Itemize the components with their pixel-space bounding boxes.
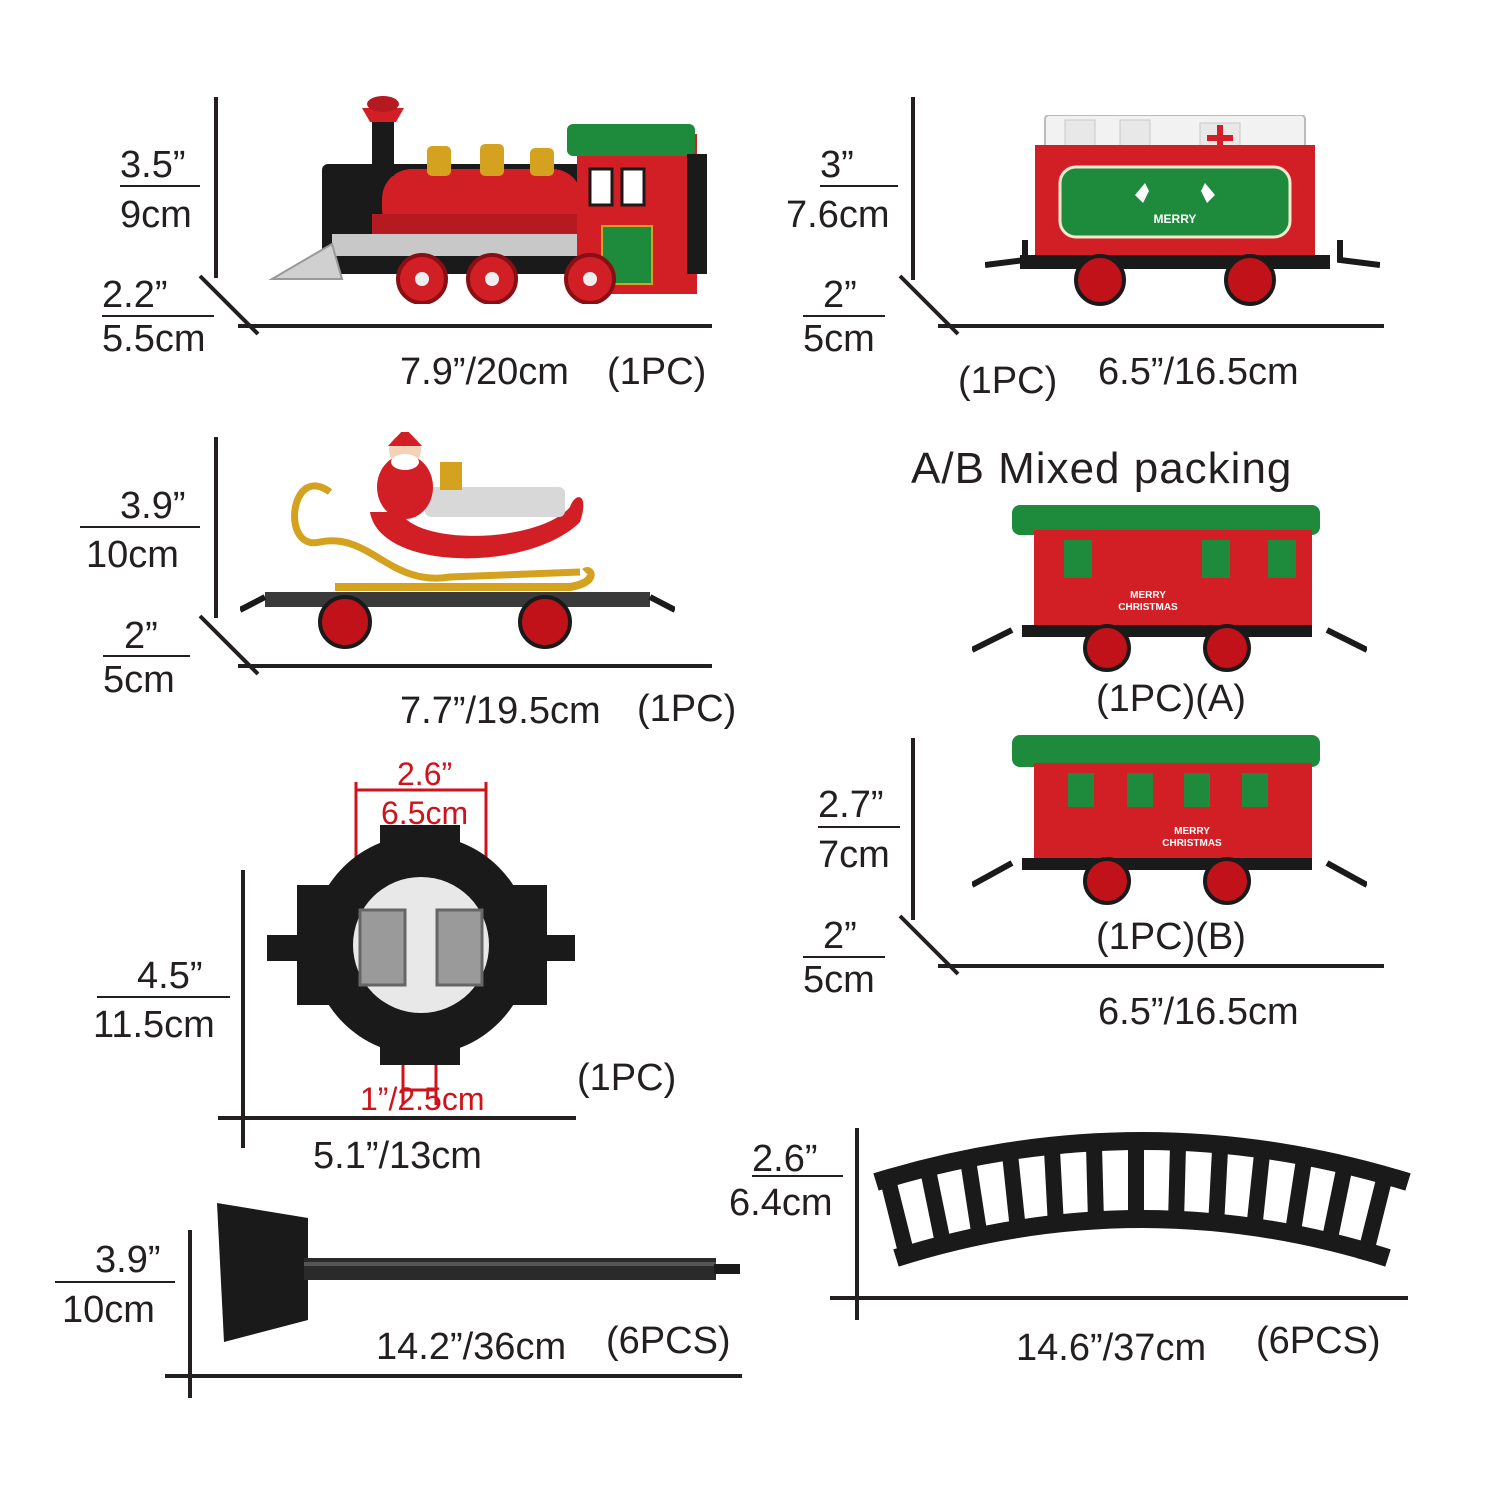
steam-locomotive-image [268,96,707,304]
curved-track-height-cm: 6.4cm [729,1182,833,1224]
gift-car-height-inch: 3” [820,144,854,186]
gift-car-quantity: (1PC) [958,360,1058,402]
coach-a-quantity: (1PC)(A) [1096,678,1246,720]
curved-track-length: 14.6”/37cm [1016,1327,1207,1369]
sleigh-quantity: (1PC) [637,688,737,730]
locomotive-depth-inch: 2.2” [102,274,168,316]
curved-track-height-inch: 2.6” [752,1138,818,1180]
straight-track-image [217,1203,740,1342]
connector-height-inch: 4.5” [137,955,203,997]
coach-a-sign-line1: MERRY [1130,590,1166,601]
connector-inner-width-inch: 2.6” [397,756,453,792]
gift-car-height-cm: 7.6cm [786,194,890,236]
connector-height-cm: 11.5cm [93,1004,215,1046]
locomotive-height-cm: 9cm [120,194,192,236]
coach-b-quantity: (1PC)(B) [1096,916,1246,958]
sleigh-depth-cm: 5cm [103,659,175,701]
locomotive-quantity: (1PC) [607,351,707,393]
coach-b-length: 6.5”/16.5cm [1098,991,1299,1033]
curved-track-quantity: (6PCS) [1256,1320,1381,1362]
coach-a-sign-line2: CHRISTMAS [1118,602,1178,613]
locomotive-length: 7.9”/20cm [400,351,569,393]
coach-b-depth-cm: 5cm [803,959,875,1001]
sleigh-height-cm: 10cm [86,534,179,576]
gift-wagon-image: MERRY [985,115,1380,306]
passenger-coach-a-image: MERRY CHRISTMAS [972,505,1367,672]
locomotive-depth-cm: 5.5cm [102,318,206,360]
connector-quantity: (1PC) [577,1057,677,1099]
curved-track-image [873,1132,1411,1267]
santa-sleigh-car-image [240,432,675,649]
coach-b-sign-line2: CHRISTMAS [1162,838,1222,849]
sleigh-depth-inch: 2” [124,615,158,657]
straight-track-height-inch: 3.9” [95,1239,161,1281]
gift-car-depth-cm: 5cm [803,318,875,360]
passenger-coach-b-image: MERRY CHRISTMAS [972,735,1367,905]
straight-track-length: 14.2”/36cm [376,1326,567,1368]
locomotive-height-inch: 3.5” [120,144,186,186]
gift-car-length: 6.5”/16.5cm [1098,351,1299,393]
mixed-packing-title: A/B Mixed packing [911,444,1293,493]
coach-b-sign-line1: MERRY [1174,826,1210,837]
coach-b-depth-inch: 2” [823,915,857,957]
straight-track-height-cm: 10cm [62,1289,155,1331]
straight-track-quantity: (6PCS) [606,1320,731,1362]
gift-car-depth-inch: 2” [823,274,857,316]
sleigh-length: 7.7”/19.5cm [400,690,601,732]
sleigh-height-inch: 3.9” [120,485,186,527]
connector-inner-width-cm: 6.5cm [381,795,469,831]
connector-gap: 1”/2.5cm [360,1081,485,1117]
track-connector-image [267,825,575,1065]
connector-length: 5.1”/13cm [313,1135,482,1177]
coach-b-height-inch: 2.7” [818,784,884,826]
wagon-panel-text: MERRY [1154,212,1197,226]
coach-b-height-cm: 7cm [818,834,890,876]
